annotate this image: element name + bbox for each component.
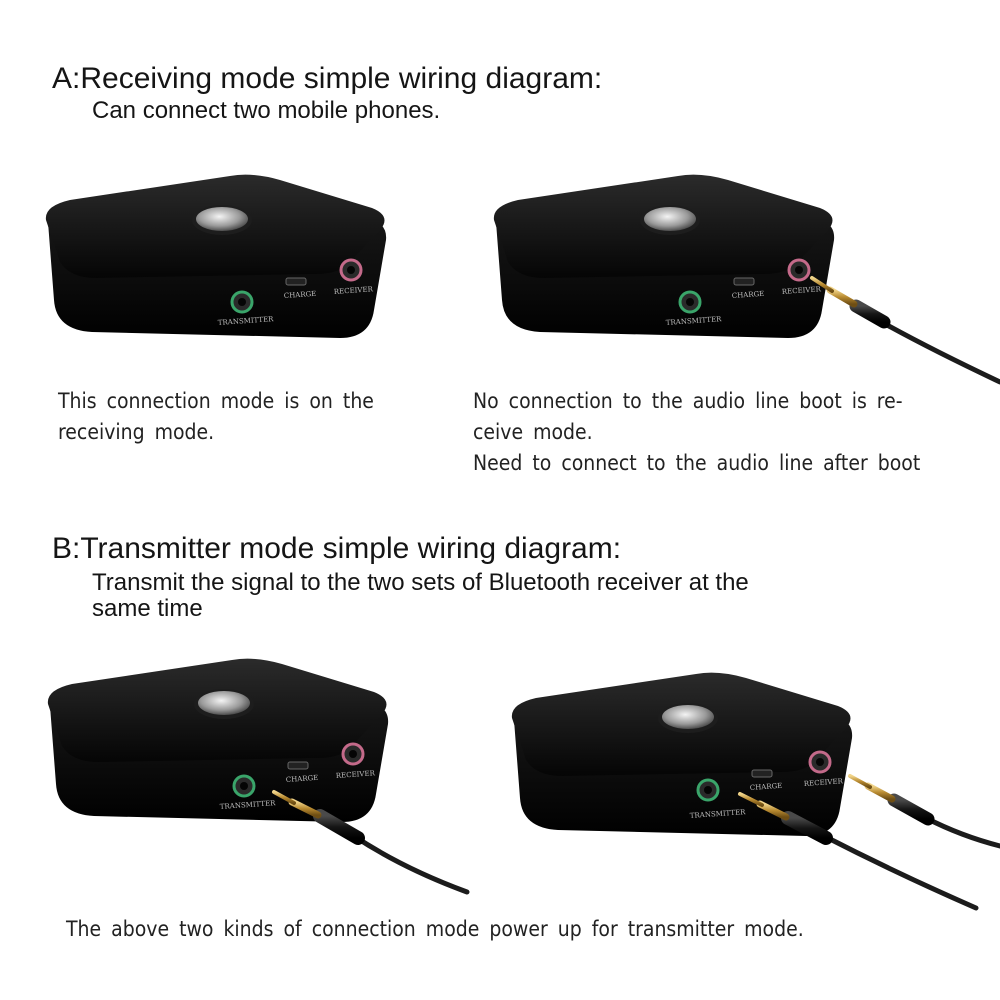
device-transmitter-one-cable: TRANSMITTER CHARGE RECEIVER xyxy=(42,654,472,895)
charge-label: CHARGE xyxy=(732,290,765,300)
transmitter-label: TRANSMITTER xyxy=(220,799,277,811)
bluetooth-transceiver-icon: TRANSMITTER CHARGE RECEIVER xyxy=(493,174,1000,385)
charge-label: CHARGE xyxy=(284,290,317,300)
device-transmitter-two-cables: TRANSMITTER CHARGE RECEIVER xyxy=(506,668,1000,911)
device-receiving-no-cable: TRANSMITTER CHARGE RECEIVER xyxy=(40,170,400,350)
section-a-subtitle: Can connect two mobile phones. xyxy=(92,97,441,124)
receiver-label: RECEIVER xyxy=(782,285,822,296)
audio-jack-plug-icon xyxy=(810,276,1000,385)
bluetooth-transceiver-icon: TRANSMITTER CHARGE RECEIVER xyxy=(47,658,470,895)
receiver-label: RECEIVER xyxy=(336,769,376,780)
charge-port xyxy=(287,761,309,770)
charge-port xyxy=(733,277,755,286)
audio-jack-plug-icon xyxy=(738,792,979,911)
note-receiving-right: No connection to the audio line boot is … xyxy=(473,389,921,475)
audio-jack-plug-icon xyxy=(848,774,1000,849)
note-receiving-left: This connection mode is on the receiving… xyxy=(58,389,374,444)
section-b-subtitle-line1: Transmit the signal to the two sets of B… xyxy=(92,569,749,596)
charge-port xyxy=(285,277,307,286)
receiver-label: RECEIVER xyxy=(804,777,844,788)
section-b-subtitle-line2: same time xyxy=(92,595,203,622)
transmitter-label: TRANSMITTER xyxy=(690,808,747,820)
transmitter-label: TRANSMITTER xyxy=(218,315,275,327)
bluetooth-transceiver-icon: TRANSMITTER CHARGE RECEIVER xyxy=(511,672,1000,911)
bluetooth-transceiver-icon: TRANSMITTER CHARGE RECEIVER xyxy=(45,174,387,338)
section-b-title: B:Transmitter mode simple wiring diagram… xyxy=(52,532,622,565)
note-transmitter-bottom: The above two kinds of connection mode p… xyxy=(66,917,804,941)
receiver-label: RECEIVER xyxy=(334,285,374,296)
device-receiving-with-cable: TRANSMITTER CHARGE RECEIVER xyxy=(488,170,1000,400)
charge-port xyxy=(751,769,773,778)
transmitter-label: TRANSMITTER xyxy=(666,315,723,327)
section-a-title: A:Receiving mode simple wiring diagram: xyxy=(52,62,603,95)
audio-jack-plug-icon xyxy=(272,790,470,895)
charge-label: CHARGE xyxy=(286,774,319,784)
charge-label: CHARGE xyxy=(750,782,783,792)
